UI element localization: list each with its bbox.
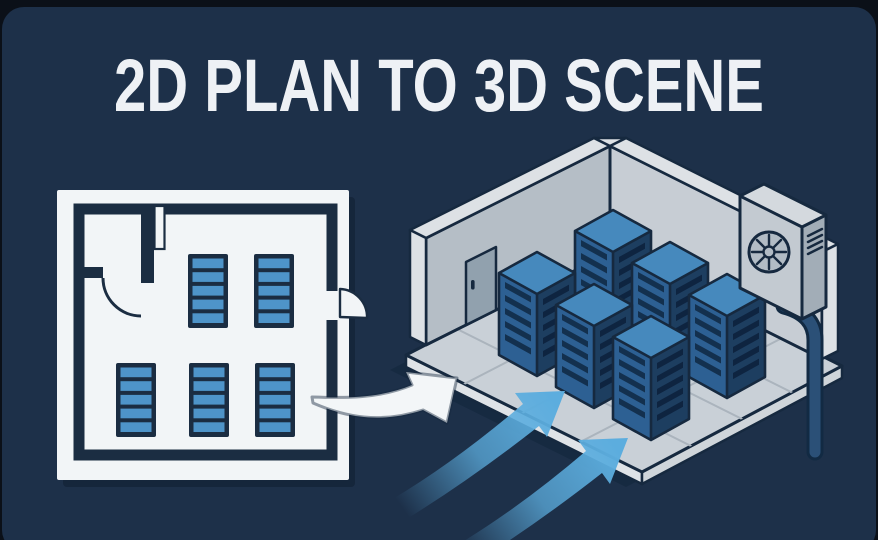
floor-plan-card [57, 190, 369, 487]
plan-rack [188, 362, 230, 438]
plan-door-arc [101, 277, 142, 318]
plan-interior-wall [141, 204, 154, 283]
blue-arrow [391, 391, 565, 520]
plan-right-door-gap [325, 291, 340, 320]
door-handle [471, 280, 475, 290]
wall-corner-cap [592, 136, 628, 148]
fan-icon [747, 230, 791, 274]
ac-unit [738, 182, 828, 321]
plan-outer-walls [73, 203, 338, 461]
plan-rack [253, 253, 295, 329]
left-wall-end-cap [408, 228, 428, 347]
plan-right-door-arc [338, 287, 369, 320]
plan-door-leaf [153, 204, 166, 251]
3d-server-room [390, 136, 844, 487]
server-rack [611, 314, 691, 442]
white-transform-arrow [310, 370, 459, 425]
blue-arrow [465, 438, 628, 540]
plan-wall-stub [84, 267, 103, 278]
plan-rack [254, 362, 296, 438]
plan-rack [115, 362, 157, 438]
room-door [464, 245, 498, 327]
ac-vent-lines [806, 227, 824, 256]
plan-rack [187, 253, 229, 329]
page-title: 2D PLAN TO 3D SCENE [114, 44, 764, 127]
